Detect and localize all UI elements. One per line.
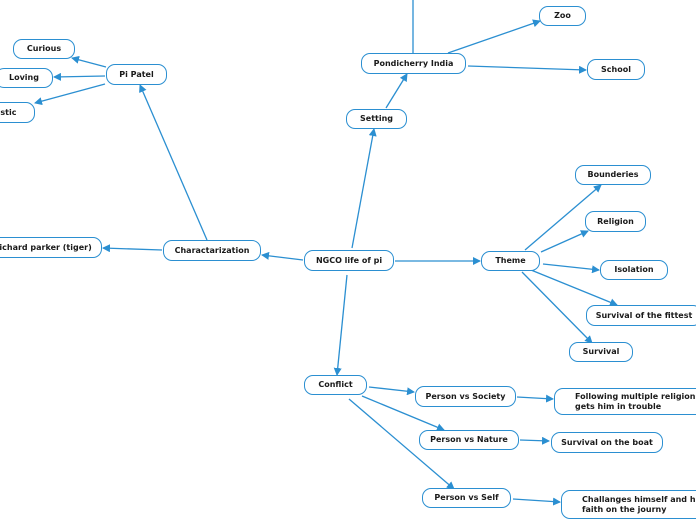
connector-root-characterization: [261, 251, 304, 261]
connector-theme-survival: [521, 271, 593, 344]
node-isolation[interactable]: Isolation: [600, 260, 668, 280]
node-curious[interactable]: Curious: [13, 39, 75, 59]
connector-conflict-nature: [361, 395, 445, 432]
connector-characterization-richard: [102, 244, 163, 253]
connector-society-following: [516, 394, 554, 403]
node-person-society[interactable]: Person vs Society: [415, 386, 516, 407]
node-pi-patel[interactable]: Pi Patel: [106, 64, 167, 85]
connector-pipatel-optimistic: [34, 83, 106, 106]
connector-conflict-self: [348, 398, 455, 490]
connector-root-conflict: [333, 274, 348, 376]
node-survival-fittest[interactable]: Survival of the fittest: [586, 305, 696, 326]
connector-theme-isolation: [542, 263, 600, 274]
connector-pondicherry-zoo: [447, 19, 541, 54]
node-survival-boat[interactable]: Survival on the boat: [551, 432, 663, 453]
node-person-nature[interactable]: Person vs Nature: [419, 430, 519, 450]
node-loving[interactable]: Loving: [0, 68, 53, 88]
node-survival[interactable]: Survival: [569, 342, 633, 362]
connector-conflict-society: [368, 386, 415, 396]
node-root[interactable]: NGCO life of pi: [304, 250, 394, 271]
node-setting[interactable]: Setting: [346, 109, 407, 129]
connector-theme-fittest: [530, 269, 618, 307]
connector-pipatel-curious: [71, 55, 107, 68]
connector-characterization-pipatel: [139, 84, 208, 241]
node-person-self[interactable]: Person vs Self: [422, 488, 511, 508]
connector-root-setting: [351, 128, 377, 249]
connector-pipatel-loving: [53, 72, 106, 81]
node-richard-parker[interactable]: Richard parker (tiger): [0, 237, 102, 258]
node-zoo[interactable]: Zoo: [539, 6, 586, 26]
connector-theme-religion: [540, 230, 589, 253]
node-following-religions[interactable]: Following multiple religions gets him in…: [554, 388, 696, 415]
node-theme[interactable]: Theme: [481, 251, 540, 271]
node-school[interactable]: School: [587, 59, 645, 80]
connector-self-challanges: [512, 497, 561, 506]
node-optimistic[interactable]: ...istic: [0, 102, 35, 123]
node-religion[interactable]: Religion: [585, 211, 646, 232]
node-pondicherry[interactable]: Pondicherry India: [361, 53, 466, 74]
node-conflict[interactable]: Conflict: [304, 375, 367, 395]
connector-setting-pondicherry: [385, 73, 408, 109]
connector-pondicherry-school: [467, 65, 587, 74]
node-challanges[interactable]: Challanges himself and his faith on the …: [561, 490, 696, 519]
node-bounderies[interactable]: Bounderies: [575, 165, 651, 185]
node-characterization[interactable]: Charactarization: [163, 240, 261, 261]
connector-theme-bounderies: [524, 184, 602, 251]
connector-nature-boat: [519, 436, 550, 445]
